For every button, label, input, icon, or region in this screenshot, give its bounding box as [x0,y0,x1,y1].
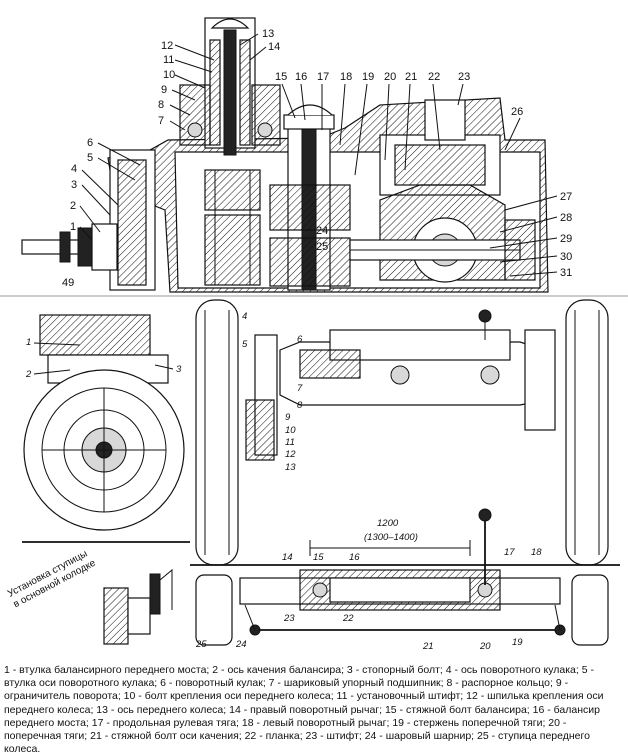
callout-7: 7 [158,115,164,127]
callout-18: 18 [340,71,352,83]
bottom-callout-16: 16 [349,552,360,563]
callout-19: 19 [362,71,374,83]
front-callout-4: 4 [242,311,247,322]
bottom-callout-15: 15 [313,552,324,563]
bottom-callout-24: 24 [235,639,247,650]
left-callout-1: 1 [26,337,31,348]
front-callout-9: 9 [285,412,291,423]
left-wheel-view: 1 2 3 [22,314,190,543]
bottom-callout-22: 22 [342,613,354,624]
front-callout-7: 7 [297,383,303,394]
figure-caption: 1 - втулка балансирного переднего моста;… [4,664,604,756]
bottom-callout-21: 21 [422,641,434,652]
left-callout-3: 3 [176,364,182,375]
front-axle-plan-view: 14 15 16 17 18 19 20 21 22 23 24 25 [195,508,609,652]
bottom-callout-25: 25 [195,639,207,650]
callout-25: 25 [316,241,328,253]
callout-15: 15 [275,71,287,83]
front-callout-11: 11 [285,437,295,448]
callout-14: 14 [268,41,280,53]
left-callout-2: 2 [25,369,32,380]
callout-28: 28 [560,212,572,224]
callout-30: 30 [560,251,572,263]
callout-31: 31 [560,267,572,279]
callout-12: 12 [161,40,173,52]
callout-21: 21 [405,71,417,83]
callout-8: 8 [158,99,164,111]
dimension-range: (1300–1400) [364,532,418,543]
callout-4: 4 [71,163,77,175]
front-callout-13: 13 [285,462,296,473]
front-callout-6: 6 [297,334,303,345]
bottom-callout-19: 19 [512,637,523,648]
callout-49: 49 [62,277,74,289]
bottom-callout-23: 23 [283,613,295,624]
bottom-callout-20: 20 [479,641,491,652]
front-callout-8: 8 [297,400,303,411]
callout-16: 16 [295,71,307,83]
top-callouts: 12 13 14 11 10 9 8 7 6 5 4 3 2 1 49 15 1… [62,28,572,289]
callout-10: 10 [163,69,175,81]
callout-23: 23 [458,71,470,83]
bottom-callout-17: 17 [504,547,515,558]
callout-6: 6 [87,137,93,149]
bottom-callout-18: 18 [531,547,542,558]
front-callout-10: 10 [285,425,296,436]
callout-9: 9 [161,84,167,96]
callout-13: 13 [262,28,274,40]
hub-inset [103,568,173,645]
callout-17: 17 [317,71,329,83]
callout-1: 1 [70,221,76,233]
front-callout-5: 5 [242,339,248,350]
dimension-main: 1200 [377,518,399,529]
callout-22: 22 [428,71,440,83]
front-axle-front-view: 1200 (1300–1400) 4 5 6 7 8 9 10 11 12 13 [190,299,620,566]
callout-3: 3 [71,179,77,191]
gearbox-section [21,17,549,293]
front-callout-12: 12 [285,449,296,460]
bottom-callout-14: 14 [282,552,293,563]
callout-11: 11 [163,54,174,66]
callout-27: 27 [560,191,572,203]
callout-2: 2 [70,200,76,212]
callout-20: 20 [384,71,396,83]
callout-29: 29 [560,233,572,245]
callout-5: 5 [87,152,93,164]
callout-26: 26 [511,106,523,118]
callout-24: 24 [316,225,328,237]
